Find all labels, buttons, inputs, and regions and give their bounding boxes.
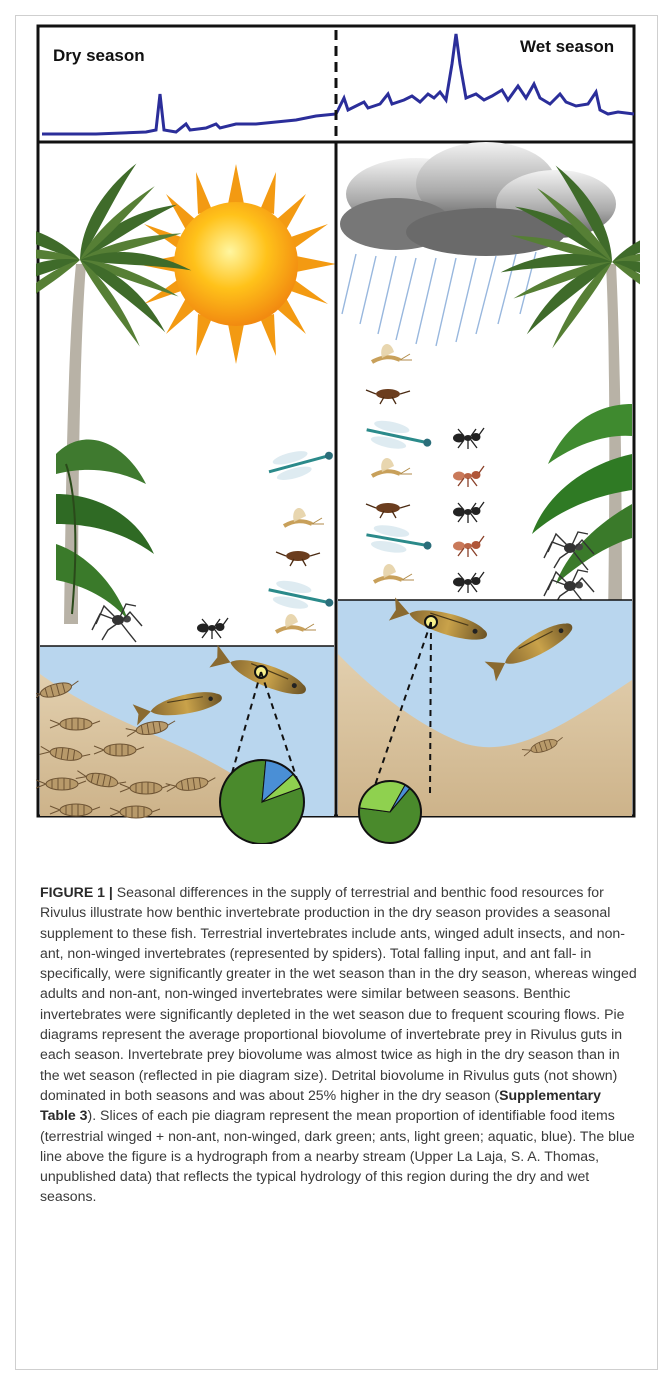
wet-season-label: Wet season: [520, 37, 614, 57]
figure-caption: FIGURE 1 | Seasonal differences in the s…: [40, 882, 640, 1207]
caption-text-2: ). Slices of each pie diagram represent …: [40, 1107, 635, 1204]
figure-svg: [36, 24, 640, 844]
figure-illustration: [36, 24, 640, 844]
dry-season-label: Dry season: [53, 46, 145, 66]
pie-wet: [359, 781, 421, 843]
figure-label: FIGURE 1 |: [40, 884, 113, 900]
caption-text-1: Seasonal differences in the supply of te…: [40, 884, 637, 1103]
pie-dry: [220, 760, 304, 844]
